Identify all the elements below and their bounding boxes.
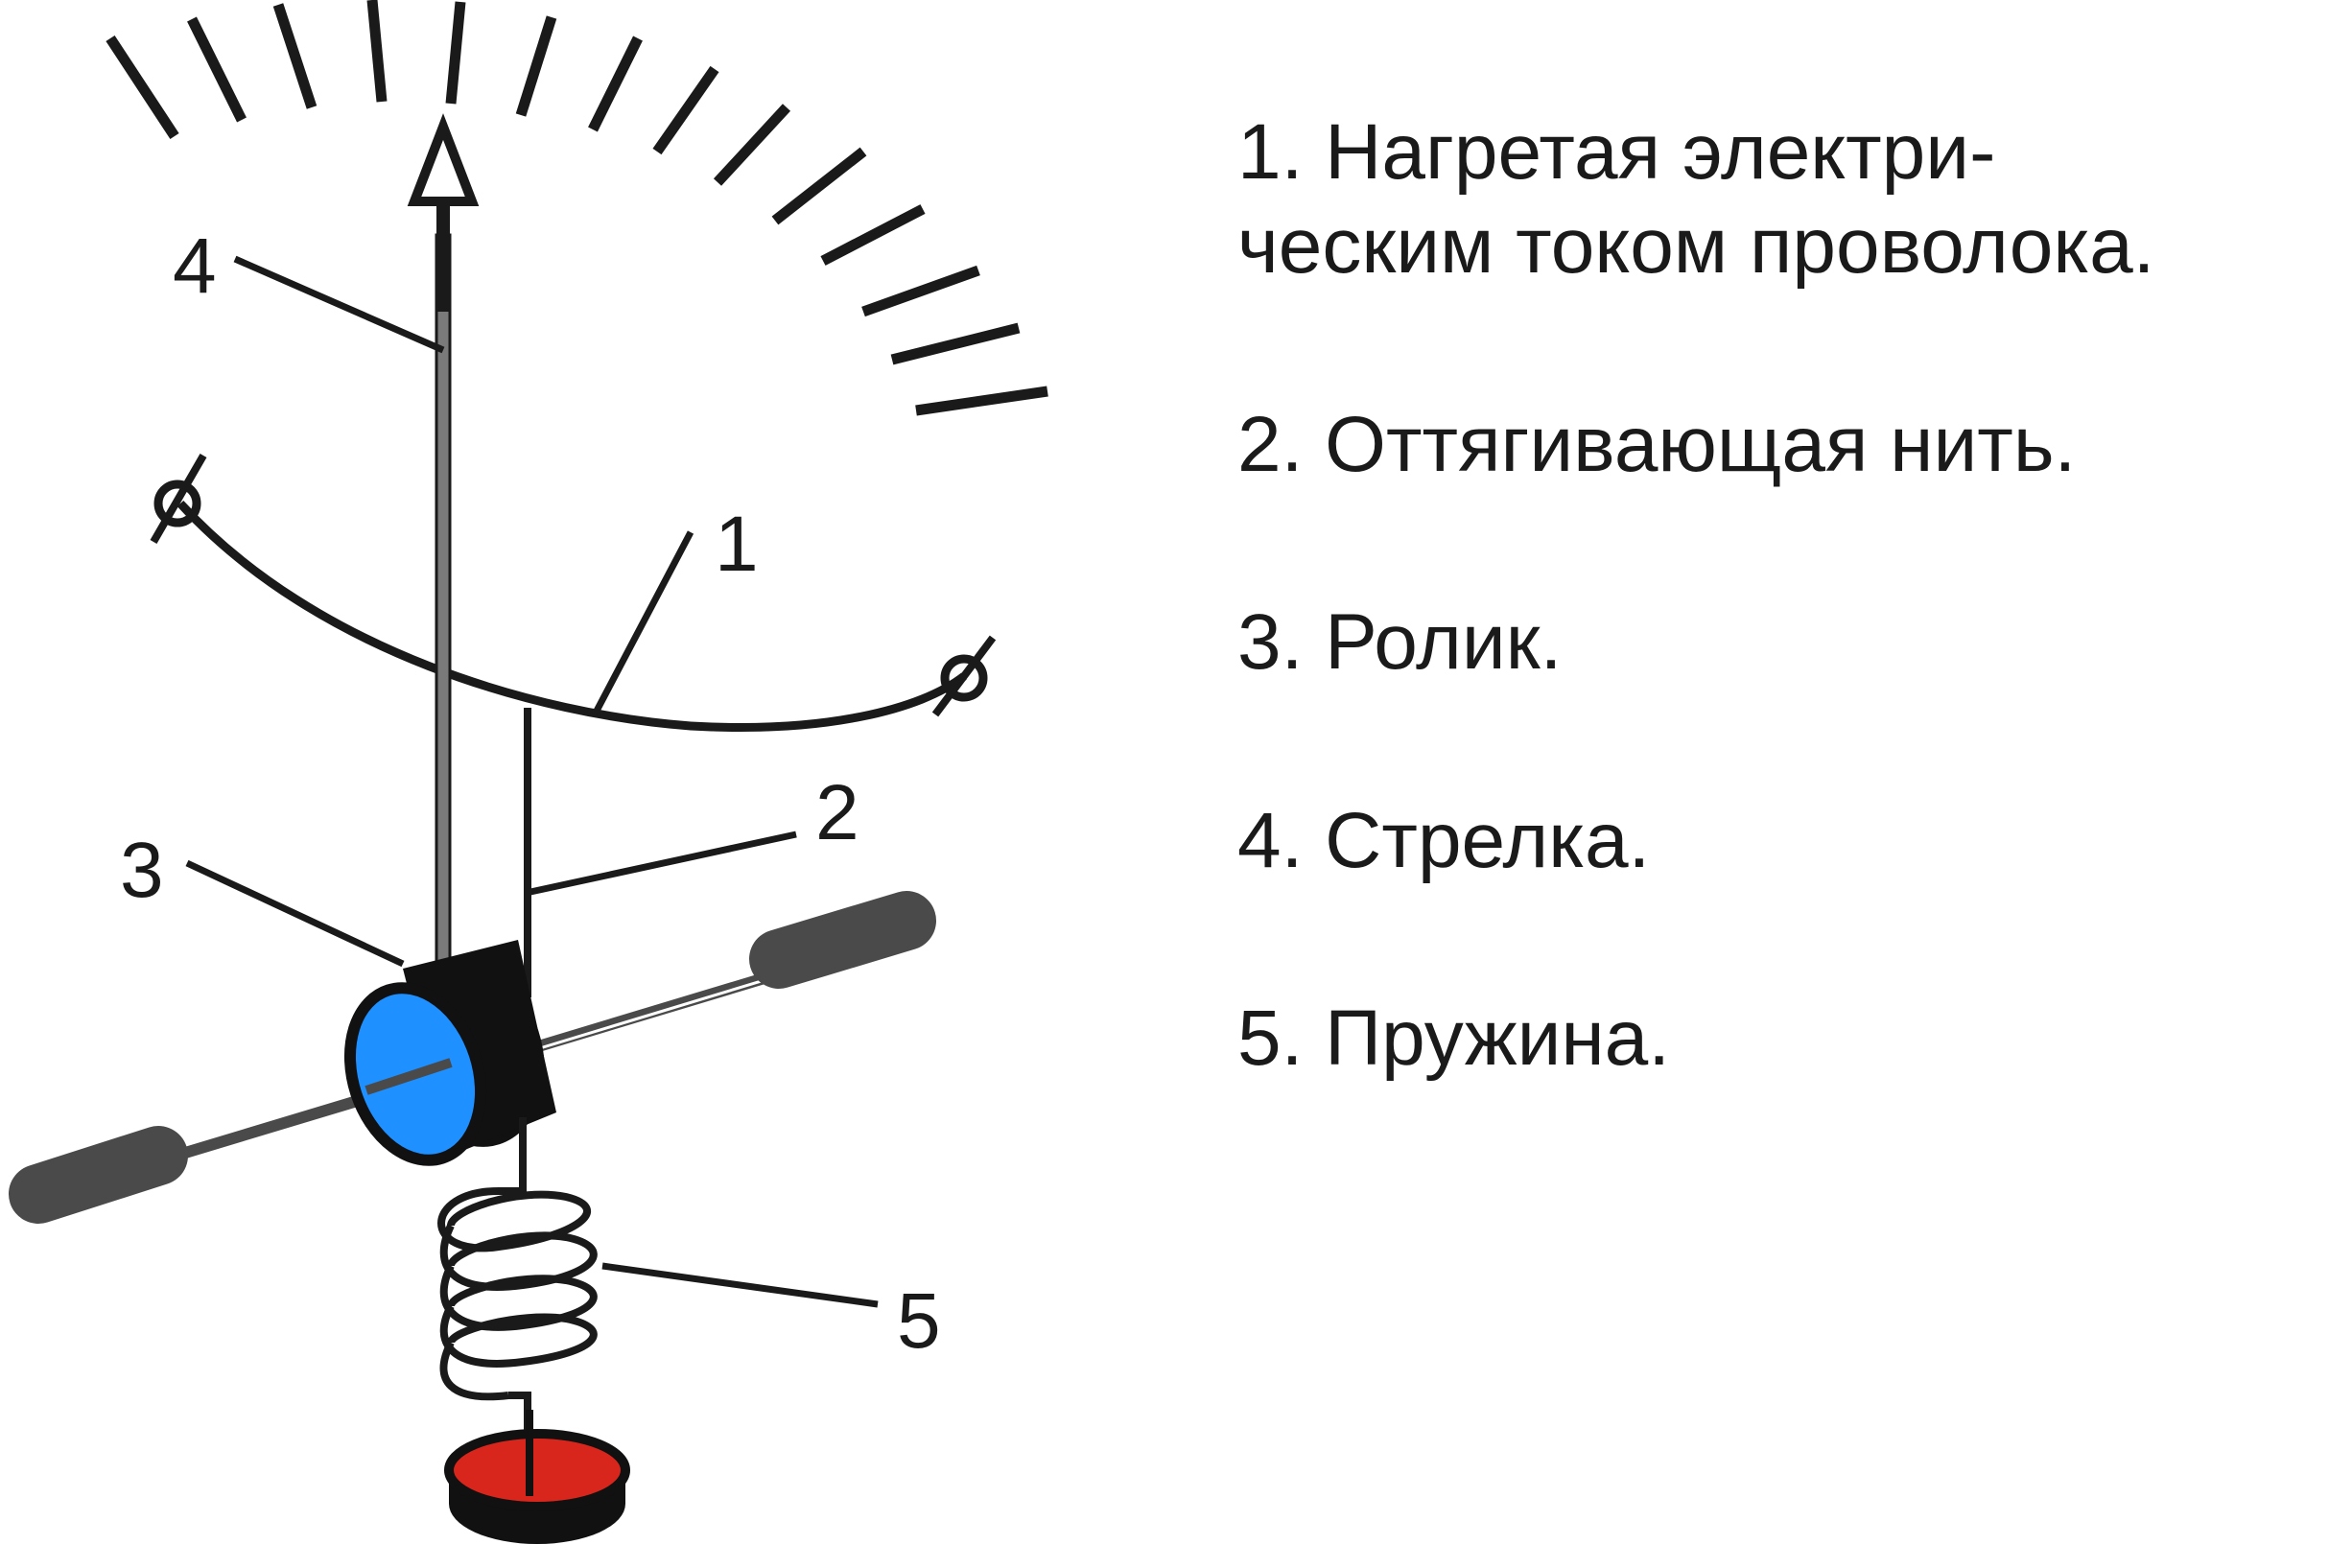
- scale-tick: [861, 265, 980, 317]
- scale-tick: [713, 104, 791, 186]
- legend-text: 2. Оттягивающая нить.: [1237, 400, 2077, 488]
- scale-tick: [820, 204, 926, 266]
- scale-tick: [915, 386, 1048, 416]
- legend-text: 4. Стрелка.: [1237, 796, 1651, 884]
- legend-item-pointer: 4. Стрелка.: [1237, 794, 2321, 888]
- scale-tick: [272, 3, 318, 109]
- terminal-icon: [931, 635, 997, 717]
- scale-tick: [106, 35, 179, 140]
- scale-ticks: [106, 0, 1048, 416]
- legend: 1. Нагретая электри- ческим током провол…: [1237, 105, 2321, 1189]
- callout-pointer: 4: [173, 222, 217, 310]
- scale-tick: [445, 1, 466, 105]
- roller: [343, 940, 556, 1166]
- callout-spring: 5: [897, 1277, 941, 1365]
- scale-tick: [366, 0, 388, 103]
- base-disc: [444, 1410, 630, 1544]
- leader-line-wire: [591, 530, 694, 716]
- scale-tick: [652, 65, 719, 155]
- axle-highlight: [498, 969, 797, 1063]
- legend-text: 1. Нагретая электри-: [1237, 108, 1996, 196]
- leader-line-spring: [601, 1262, 879, 1308]
- scale-tick: [771, 147, 867, 225]
- leader-line-thread: [529, 831, 797, 896]
- scale-tick: [515, 15, 557, 117]
- callout-thread: 2: [815, 769, 859, 856]
- legend-item-wire: 1. Нагретая электри- ческим током провол…: [1237, 105, 2321, 294]
- callout-roller: 3: [120, 827, 164, 914]
- legend-item-spring: 5. Пружина.: [1237, 992, 2321, 1086]
- spring: [437, 1117, 598, 1477]
- hot-wire: [176, 500, 967, 732]
- scale-tick: [890, 322, 1021, 365]
- pointer-shaft-top: [436, 206, 450, 312]
- callout-wire: 1: [715, 501, 759, 588]
- legend-text: 5. Пружина.: [1237, 994, 1671, 1082]
- legend-text: ческим током проволока.: [1237, 202, 2155, 291]
- leader-lines: [185, 255, 879, 1308]
- arrow-up-icon: [407, 113, 480, 206]
- leader-line-pointer: [233, 255, 445, 354]
- leader-line-roller: [185, 859, 405, 968]
- axle-handle-left: [9, 1126, 188, 1224]
- legend-item-thread: 2. Оттягивающая нить.: [1237, 398, 2321, 492]
- axle-handle-right: [749, 891, 936, 989]
- legend-item-roller: 3. Ролик.: [1237, 596, 2321, 690]
- terminal-icon: [150, 453, 207, 545]
- scale-tick: [187, 16, 247, 123]
- scale-tick: [588, 35, 643, 132]
- legend-text: 3. Ролик.: [1237, 598, 1563, 687]
